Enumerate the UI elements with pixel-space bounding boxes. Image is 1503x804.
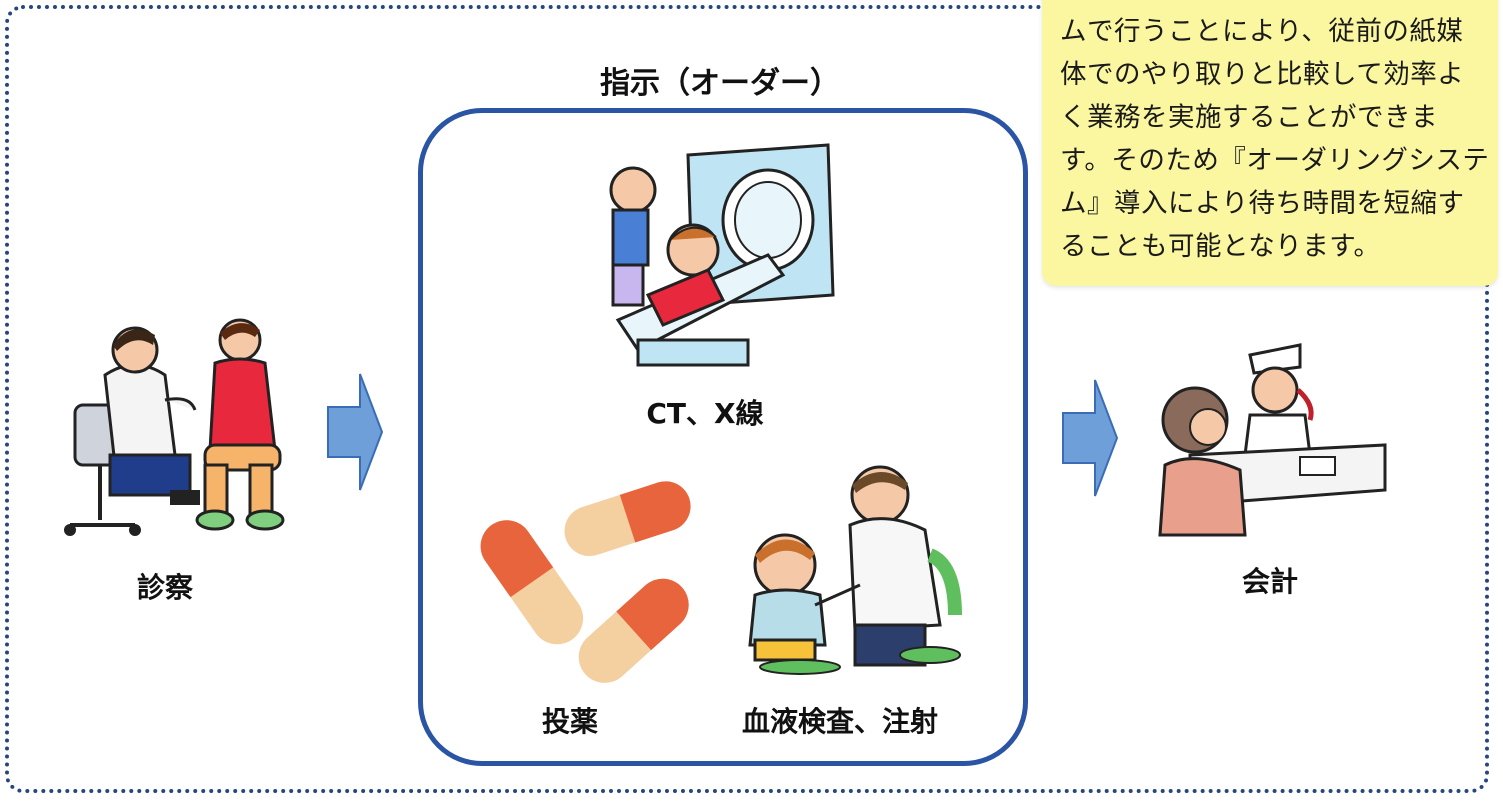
payment-label: 会計 <box>1241 565 1298 598</box>
blood-test-illustration <box>748 465 962 675</box>
note-line: ることも可能となります。 <box>1060 231 1381 262</box>
examination-illustration <box>64 318 285 536</box>
flow-arrow-right-1 <box>327 373 384 491</box>
note-line: 体でのやり取りと比較して効率よ <box>1060 59 1465 90</box>
payment-counter-illustration <box>1158 343 1387 537</box>
note-line: ム』導入により待ち時間を短縮す <box>1060 188 1465 219</box>
note-box: ムで行うことにより、従前の紙媒 体でのやり取りと比較して効率よ く業務を実施する… <box>1042 0 1498 286</box>
examination-label: 診察 <box>136 571 193 604</box>
ct-scanner-illustration <box>609 143 835 367</box>
note-line: く業務を実施することができま <box>1060 102 1438 133</box>
note-line: ムで行うことにより、従前の紙媒 <box>1060 16 1464 47</box>
blood-test-label: 血液検査、注射 <box>741 705 938 738</box>
ct-xray-label: CT、X線 <box>646 397 764 430</box>
dotted-frame <box>5 5 1489 793</box>
medication-pills-illustration <box>480 481 691 683</box>
medication-label: 投薬 <box>541 705 598 738</box>
flow-arrow-right-2 <box>1062 379 1119 497</box>
note-line: す。そのため『オーダリングシステ <box>1060 145 1490 176</box>
order-title: 指示（オーダー） <box>600 66 840 101</box>
